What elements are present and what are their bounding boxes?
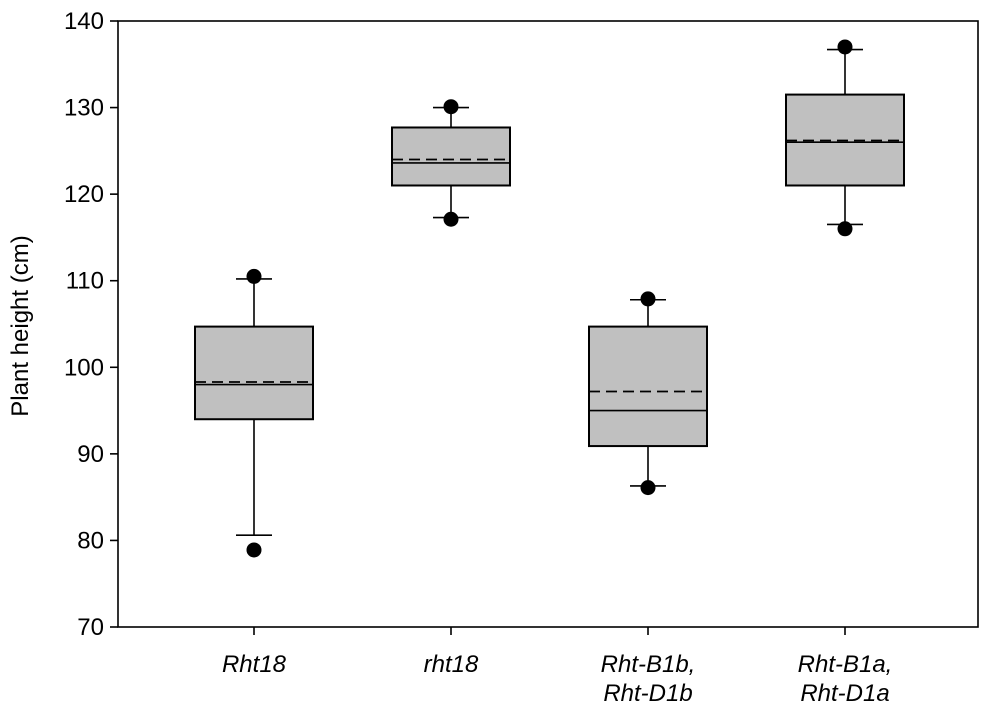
y-tick-label: 80 bbox=[77, 527, 104, 554]
outlier-point bbox=[837, 39, 853, 55]
y-tick-label: 70 bbox=[77, 614, 104, 641]
outlier-point bbox=[443, 99, 459, 115]
x-category-label: Rht-B1a, bbox=[798, 651, 893, 678]
y-tick-label: 140 bbox=[64, 8, 104, 35]
y-tick-label: 120 bbox=[64, 181, 104, 208]
x-category-label: Rht-D1a bbox=[800, 680, 889, 707]
y-axis-title: Plant height (cm) bbox=[7, 235, 34, 416]
outlier-point bbox=[246, 542, 262, 558]
plot-frame bbox=[117, 20, 979, 628]
x-category-label: rht18 bbox=[424, 651, 479, 678]
x-category-label: Rht-D1b bbox=[603, 680, 692, 707]
outlier-point bbox=[246, 268, 262, 284]
y-tick-label: 100 bbox=[64, 354, 104, 381]
y-tick-label: 130 bbox=[64, 95, 104, 122]
x-category-label: Rht-B1b, bbox=[601, 651, 696, 678]
outlier-point bbox=[640, 291, 656, 307]
box-iqr bbox=[588, 325, 708, 448]
outlier-point bbox=[640, 480, 656, 496]
y-tick-label: 90 bbox=[77, 441, 104, 468]
box-iqr bbox=[391, 126, 511, 187]
x-category-label: Rht18 bbox=[222, 651, 287, 678]
outlier-point bbox=[837, 221, 853, 237]
outlier-point bbox=[443, 211, 459, 227]
y-tick-label: 110 bbox=[66, 268, 104, 295]
box-iqr bbox=[194, 325, 314, 421]
